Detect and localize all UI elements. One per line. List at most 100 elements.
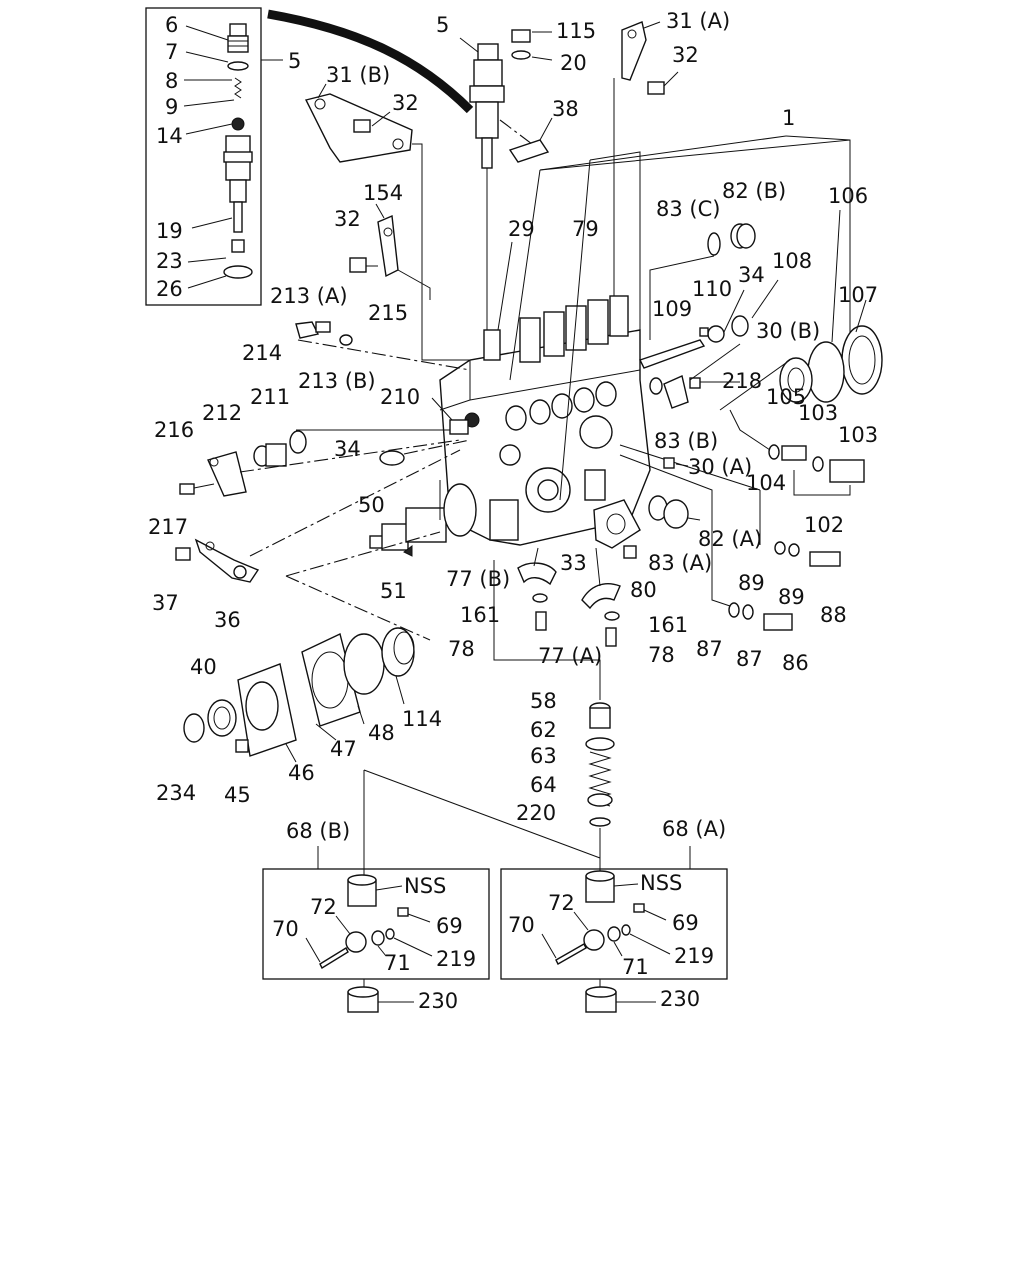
label-46: 46 [288,761,315,785]
label-29: 29 [508,217,535,241]
label-77b: 77 (B) [446,567,510,591]
label-38: 38 [552,97,579,121]
label-5: 5 [436,13,449,37]
label-234: 234 [156,781,196,805]
label-77a: 77 (A) [538,644,602,668]
injection-pump-body [439,295,651,546]
label-213a: 213 (A) [270,284,348,308]
label-78-a: 78 [448,637,475,661]
fitting-211 [253,429,460,467]
bracket-38 [499,117,553,163]
label-14: 14 [156,124,183,148]
lever-30b [649,343,741,409]
label-33: 33 [560,551,587,575]
camshaft-50 [369,480,477,557]
label-78-b: 78 [648,643,675,667]
label-103-a: 103 [798,401,838,425]
label-83b: 83 (B) [654,429,718,453]
foot-77b [517,547,557,631]
label-8: 8 [165,69,178,93]
label-1: 1 [782,106,795,130]
label-110: 110 [692,277,732,301]
label-103-b: 103 [838,423,878,447]
label-63: 63 [530,744,557,768]
label-82b: 82 (B) [722,179,786,203]
label-45: 45 [224,783,251,807]
label-83a: 83 (A) [648,551,712,575]
label-40: 40 [190,655,217,679]
label-154: 154 [363,181,403,205]
label-216: 216 [154,418,194,442]
label-32a: 32 [672,43,699,67]
bolt-86 [619,454,793,631]
label-217: 217 [148,515,188,539]
label-82a: 82 (A) [698,527,762,551]
front-cover-group [183,627,415,763]
label-34-top: 34 [738,263,765,287]
bracket-154 [349,203,431,300]
bracket-31a [613,21,679,340]
label-106: 106 [828,184,868,208]
label-19: 19 [156,219,183,243]
label-213b: 213 (B) [298,369,376,393]
label-30a: 30 (A) [688,455,752,479]
label-5-inset: 5 [288,49,301,73]
label-64: 64 [530,773,557,797]
label-70-right: 70 [508,913,535,937]
label-107: 107 [838,283,878,307]
label-161-b: 161 [648,613,688,637]
label-36: 36 [214,608,241,632]
label-nss-left: NSS [404,874,446,898]
part-number-labels: 6 7 8 9 14 19 23 26 5 5 115 20 31 (A) 32… [148,9,878,1013]
top-delivery-valve [459,37,505,330]
bolt-30a [663,457,675,469]
label-214: 214 [242,341,282,365]
bracket-36 [175,449,461,583]
label-87-b: 87 [736,647,763,671]
label-20: 20 [560,51,587,75]
label-71-left: 71 [384,951,411,975]
bracket-216 [179,439,461,497]
label-68a: 68 (A) [662,817,726,841]
label-26: 26 [156,277,183,301]
label-71-right: 71 [622,955,649,979]
fitting-210 [431,397,469,435]
label-7: 7 [165,40,178,64]
label-218: 218 [722,369,762,393]
label-109: 109 [652,297,692,321]
label-31b: 31 (B) [326,63,390,87]
label-87-a: 87 [696,637,723,661]
label-210: 210 [380,385,420,409]
banjo-bolt-group [719,359,865,496]
label-104: 104 [746,471,786,495]
label-68b: 68 (B) [286,819,350,843]
label-32b: 32 [392,91,419,115]
label-70-left: 70 [272,917,299,941]
foot-77a [581,547,621,647]
label-30b: 30 (B) [756,319,820,343]
roller-tappet-stack [363,560,615,880]
nozzle-holder-part [223,23,253,279]
tappet-box-b [262,846,490,1013]
label-69-left: 69 [436,914,463,938]
label-230-right: 230 [660,987,700,1011]
tappet-box-a [500,846,728,1013]
label-220: 220 [516,801,556,825]
label-86: 86 [782,651,809,675]
label-nss-right: NSS [640,871,682,895]
label-115: 115 [556,19,596,43]
label-47: 47 [330,737,357,761]
label-83c: 83 (C) [656,197,720,221]
washer-34 [379,450,405,466]
label-69-right: 69 [672,911,699,935]
label-50: 50 [358,493,385,517]
label-219-right: 219 [674,944,714,968]
fitting-213a [295,321,471,371]
label-80: 80 [630,578,657,602]
nut-115 [511,29,553,61]
label-88: 88 [820,603,847,627]
label-37: 37 [152,591,179,615]
label-108: 108 [772,249,812,273]
label-212: 212 [202,401,242,425]
bolt-88 [619,444,841,567]
